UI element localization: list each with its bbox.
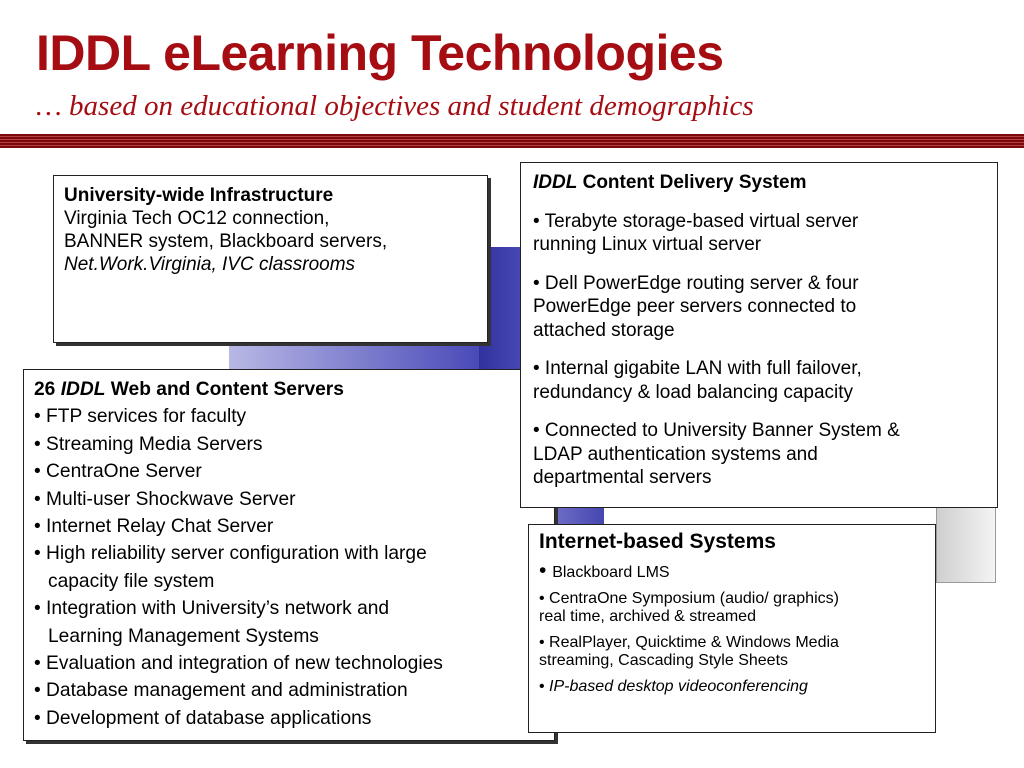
internet-item: • IP-based desktop videoconferencing [539, 678, 808, 695]
internet-item: • RealPlayer, Quicktime & Windows Media … [539, 634, 839, 669]
servers-item: Learning Management Systems [48, 625, 319, 647]
title-divider [0, 134, 1024, 148]
delivery-item: • Internal gigabite LAN with full failov… [533, 358, 862, 403]
servers-item: • Database management and administration [34, 680, 408, 702]
infrastructure-heading: University-wide Infrastructure [64, 185, 334, 206]
servers-box: 26 IDDL Web and Content Servers • FTP se… [23, 369, 555, 741]
infrastructure-line: Virginia Tech OC12 connection, [64, 208, 330, 229]
servers-item: • CentraOne Server [34, 461, 202, 483]
internet-box: Internet-based Systems • Blackboard LMS … [528, 524, 936, 733]
servers-item: capacity file system [48, 570, 215, 592]
delivery-item: • Dell PowerEdge routing server & four P… [533, 272, 859, 341]
delivery-item: • Terabyte storage-based virtual server … [533, 210, 859, 256]
servers-item: • Evaluation and integration of new tech… [34, 653, 443, 675]
servers-item: • FTP services for faculty [34, 406, 247, 428]
infrastructure-line: Net.Work.Virginia, IVC classrooms [64, 254, 356, 275]
internet-item: • CentraOne Symposium (audio/ graphics) … [539, 590, 839, 625]
servers-item: • High reliability server configuration … [34, 543, 427, 565]
servers-item: • Streaming Media Servers [34, 433, 263, 455]
slide-subtitle: … based on educational objectives and st… [36, 90, 754, 122]
gray-gradient-block [936, 505, 996, 583]
servers-item: • Multi-user Shockwave Server [34, 488, 296, 510]
blue-gradient-block-right [552, 505, 604, 527]
slide-title: IDDL eLearning Technologies [36, 25, 724, 81]
delivery-item: • Connected to University Banner System … [533, 420, 900, 488]
servers-item: • Development of database applications [34, 707, 372, 729]
servers-heading: 26 IDDL Web and Content Servers [34, 379, 344, 400]
infrastructure-box: University-wide Infrastructure Virginia … [53, 175, 488, 343]
delivery-box: IDDL Content Delivery System • Terabyte … [520, 162, 998, 508]
internet-item: • Blackboard LMS [539, 559, 670, 582]
delivery-heading: IDDL Content Delivery System [533, 172, 807, 193]
infrastructure-line: BANNER system, Blackboard servers, [64, 231, 388, 252]
servers-item: • Internet Relay Chat Server [34, 516, 274, 538]
servers-item: • Integration with University’s network … [34, 598, 390, 620]
blue-gradient-bar-left [229, 345, 479, 371]
internet-heading: Internet-based Systems [539, 530, 776, 553]
